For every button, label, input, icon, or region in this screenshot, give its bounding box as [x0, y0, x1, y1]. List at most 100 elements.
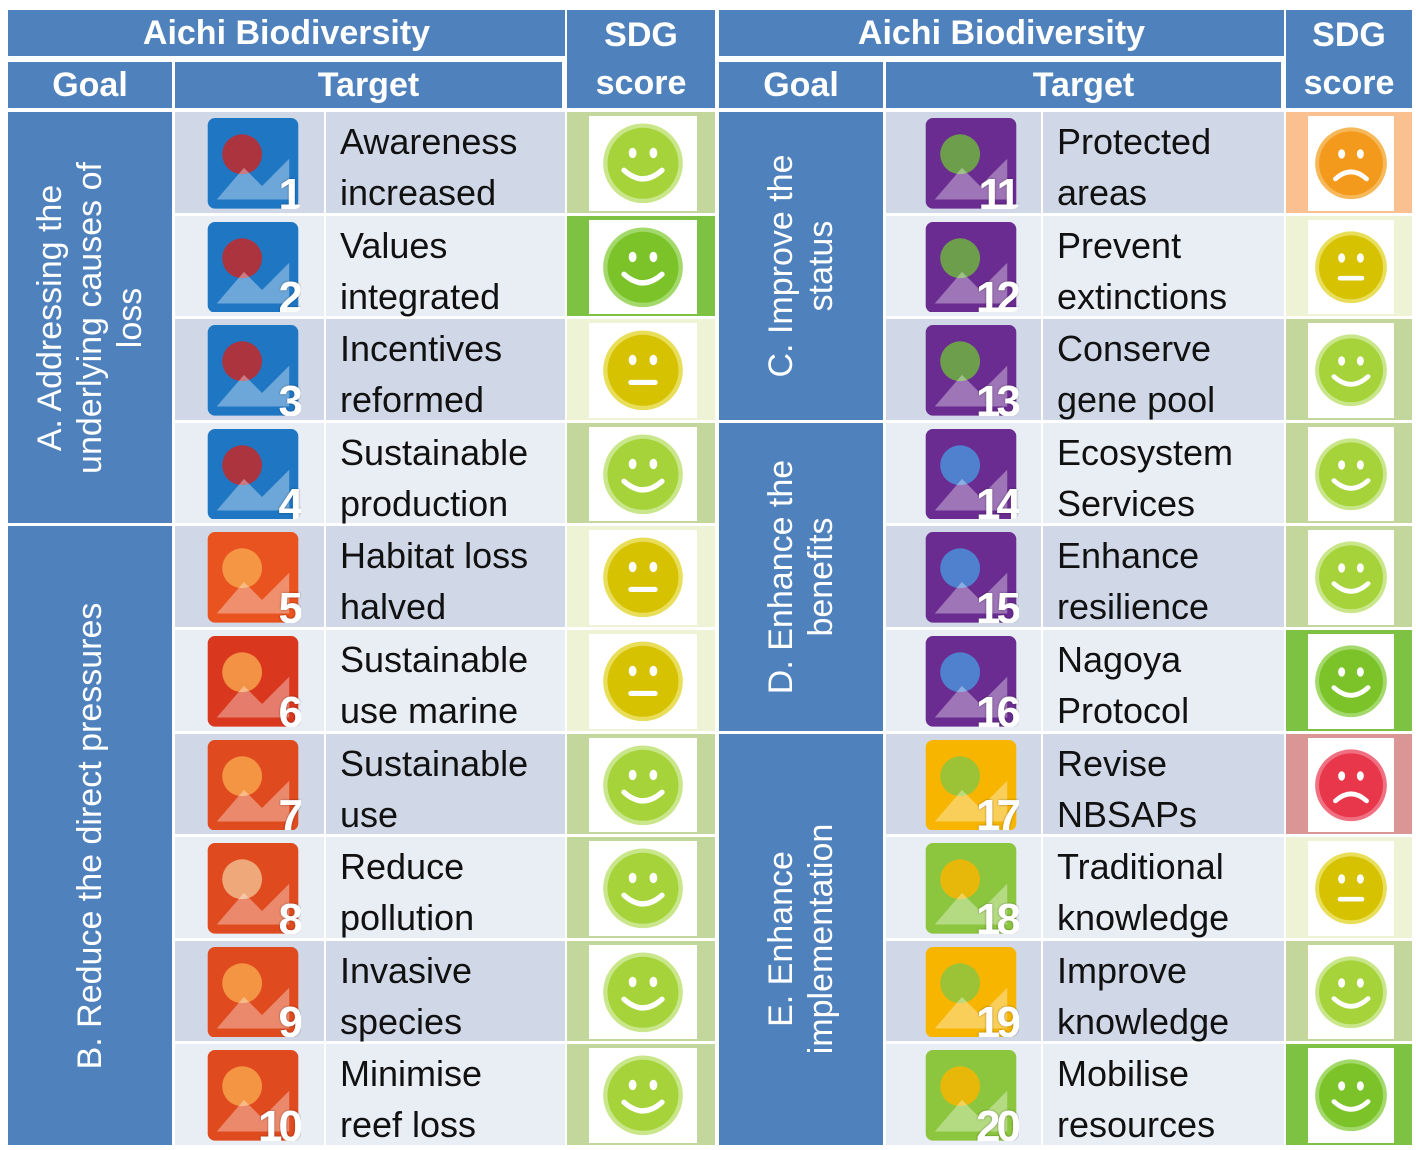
smiley-sad-icon	[1315, 749, 1387, 821]
target-label: Enhance resilience	[1043, 526, 1284, 627]
sdg-score-box	[1308, 219, 1394, 315]
target-icon-17: 17	[923, 739, 1019, 831]
target-label-line1: Revise	[1057, 742, 1168, 784]
sdg-score-box	[1308, 426, 1394, 522]
target-icon-20: 20	[923, 1050, 1019, 1141]
header-title-right: Aichi Biodiversity	[719, 10, 1284, 56]
target-number: 5	[278, 583, 301, 623]
target-label-line1: Sustainable	[340, 431, 529, 473]
target-icon-7: 7	[205, 739, 301, 831]
target-label-line1: Sustainable	[340, 742, 529, 784]
smiley-neutral-icon	[1315, 231, 1387, 303]
goal-label-line: C. Improve the	[762, 154, 800, 378]
target-label-line1: Invasive	[340, 949, 473, 991]
target-icon-19: 19	[923, 946, 1019, 1038]
target-number: 10	[258, 1101, 301, 1141]
target-emblem-icon	[925, 221, 1017, 313]
target-number: 13	[976, 376, 1019, 416]
target-icon-6: 6	[205, 636, 301, 727]
target-number: 20	[976, 1101, 1019, 1141]
target-icon-3: 3	[205, 325, 301, 416]
target-label-line2: areas	[1057, 172, 1148, 213]
header-title-left: Aichi Biodiversity	[8, 10, 565, 56]
target-emblem-icon	[925, 1050, 1017, 1141]
target-label-line1: Ecosystem	[1057, 431, 1234, 473]
header-score-label: score	[595, 64, 687, 102]
smiley-happy-icon	[603, 745, 683, 825]
smiley-happy-icon	[1315, 645, 1387, 718]
target-icon-16: 16	[923, 636, 1019, 727]
target-label-line2: use	[340, 793, 399, 835]
target-label-line2: species	[340, 1000, 463, 1042]
smiley-happy-icon	[1315, 438, 1387, 510]
sdg-score-box	[589, 426, 697, 522]
target-emblem-icon	[925, 843, 1017, 934]
target-label-line1: Minimise	[340, 1053, 483, 1095]
target-number: 3	[278, 376, 301, 416]
target-label-line2: Services	[1057, 482, 1196, 524]
sdg-score-box	[589, 219, 697, 315]
smiley-happy-icon	[603, 848, 683, 929]
target-icon-10: 10	[205, 1050, 301, 1141]
sdg-score-box	[1308, 841, 1394, 936]
smiley-neutral-icon	[603, 330, 683, 411]
goal-label-line: B. Reduce the direct pressures	[71, 602, 109, 1070]
target-label-line2: gene pool	[1057, 379, 1216, 421]
smiley-happy-icon	[603, 123, 683, 204]
target-label-line1: Sustainable	[340, 639, 529, 680]
goal-label: B. Reduce the direct pressures	[70, 602, 110, 1069]
smiley-neutral-icon	[1315, 852, 1387, 925]
target-icon-11: 11	[923, 118, 1019, 209]
goal-label-line: benefits	[802, 517, 840, 637]
smiley-neutral-icon	[603, 641, 683, 722]
header-goal-right: Goal	[719, 62, 883, 108]
target-label-line2: Protocol	[1057, 690, 1190, 731]
target-label-line1: Enhance	[1057, 535, 1200, 577]
target-number: 12	[976, 273, 1019, 313]
target-number: 2	[278, 273, 301, 313]
target-emblem-icon	[925, 428, 1017, 520]
target-emblem-icon	[207, 1050, 299, 1141]
header-score-label: score	[1303, 64, 1395, 102]
target-label-line2: knowledge	[1057, 897, 1230, 939]
target-icon-2: 2	[205, 221, 301, 313]
target-emblem-icon	[207, 739, 299, 831]
target-label-line1: Values	[340, 224, 448, 266]
target-emblem-icon	[207, 118, 299, 209]
target-label-line1: Mobilise	[1057, 1053, 1190, 1095]
target-number: 7	[278, 791, 301, 831]
goal-b: B. Reduce the direct pressures	[8, 526, 172, 1145]
target-label-line1: Nagoya	[1057, 639, 1182, 680]
sdg-score-box	[589, 944, 697, 1040]
target-label-line2: NBSAPs	[1057, 793, 1198, 835]
target-label-line1: Incentives	[340, 328, 503, 370]
sdg-score-box	[589, 634, 697, 729]
target-label-line2: resilience	[1057, 586, 1210, 628]
sdg-score-box	[589, 323, 697, 418]
goal-label-line: D. Enhance the	[762, 459, 800, 694]
header-sdg-label: SDG	[1312, 16, 1386, 54]
goal-label-line: A. Addressing the	[31, 184, 69, 451]
target-emblem-icon	[925, 532, 1017, 623]
target-icon-1: 1	[205, 118, 301, 209]
target-emblem-icon	[207, 532, 299, 623]
goal-label-line: loss	[111, 287, 149, 348]
smiley-happy-icon	[603, 227, 683, 307]
target-label-line2: halved	[340, 586, 447, 628]
sdg-score-box	[1308, 116, 1394, 211]
sdg-score-box	[589, 737, 697, 833]
